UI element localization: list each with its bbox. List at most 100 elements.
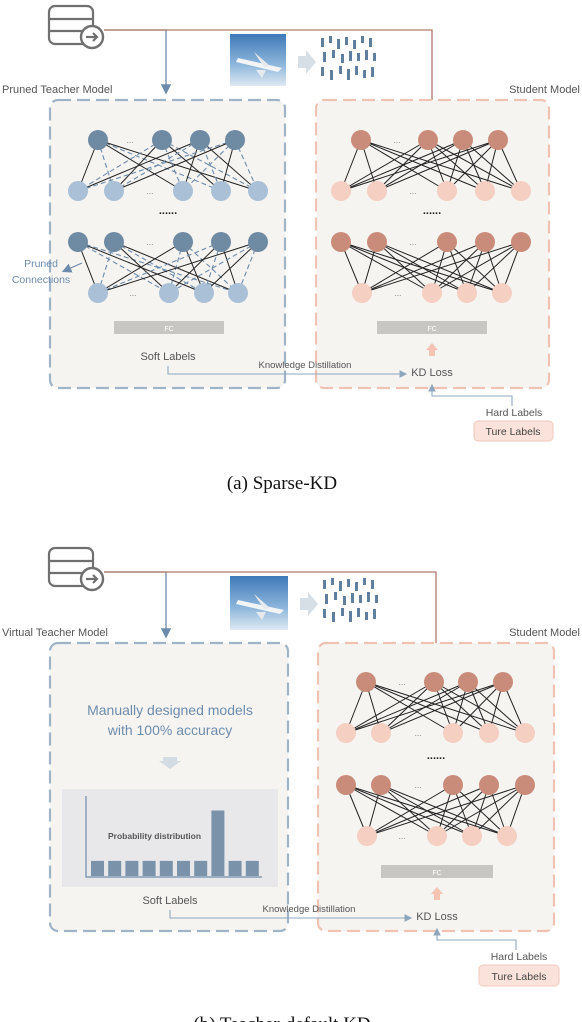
true-labels-box — [473, 420, 554, 442]
connection — [380, 681, 504, 734]
connection — [113, 241, 170, 294]
neuron — [511, 181, 531, 201]
teacher-network: .................. — [68, 130, 268, 303]
connection — [168, 241, 222, 294]
caption-a: (a) Sparse-KD — [227, 473, 337, 494]
neuron — [427, 826, 447, 846]
student-fc-layer-b — [381, 865, 493, 878]
connection — [161, 139, 259, 192]
connection — [366, 784, 454, 837]
connection — [97, 241, 259, 294]
connection — [360, 139, 448, 192]
layer-ellipsis: ... — [394, 136, 401, 145]
neuron — [497, 826, 517, 846]
neuron — [104, 232, 124, 252]
pruned-label-line1: Pruned — [24, 258, 58, 270]
connection — [113, 139, 236, 192]
neuron — [159, 283, 179, 303]
compress-arrow-icon — [298, 50, 316, 74]
neuron — [479, 775, 499, 795]
connection — [360, 139, 522, 192]
neuron — [152, 130, 172, 150]
neuron — [88, 283, 108, 303]
panel-a: Pruned Teacher Model Student Model .....… — [2, 4, 580, 494]
neuron — [173, 181, 193, 201]
prob-bar — [228, 860, 242, 876]
connection — [380, 784, 508, 837]
true-labels-box-b — [478, 964, 560, 987]
connection — [436, 784, 490, 837]
connection — [365, 681, 454, 734]
connection — [446, 241, 503, 294]
connection — [366, 784, 490, 837]
kd-arrow-b — [169, 910, 413, 922]
true-labels: Ture Labels — [485, 426, 540, 438]
connection — [365, 681, 490, 734]
neuron — [443, 775, 463, 795]
connection — [77, 241, 170, 294]
neuron — [336, 723, 356, 743]
data-to-student-arrow-b — [104, 571, 442, 657]
layer-ellipsis: ... — [415, 729, 422, 738]
connection — [361, 241, 448, 294]
connection — [77, 139, 201, 192]
compress-arrow-icon-b — [300, 592, 318, 616]
prob-bar — [108, 860, 122, 876]
connection — [77, 139, 236, 192]
prob-bar — [177, 860, 190, 876]
connection — [427, 139, 486, 192]
neuron — [356, 672, 376, 692]
neuron — [68, 181, 88, 201]
airplane-image — [230, 34, 286, 86]
student-fc-layer — [377, 321, 487, 334]
neuron — [367, 181, 387, 201]
neuron — [422, 283, 442, 303]
weights-icon-b — [323, 578, 378, 622]
connection — [345, 681, 504, 734]
connection — [340, 139, 429, 192]
teacher-fc-label: FC — [164, 326, 173, 333]
connection — [376, 241, 468, 294]
connection — [203, 241, 259, 294]
connection — [182, 241, 239, 294]
neuron — [437, 181, 457, 201]
neuron — [492, 283, 512, 303]
neuron — [437, 232, 457, 252]
prob-bar — [125, 860, 139, 876]
neuron — [479, 723, 499, 743]
prob-chart-axes — [85, 796, 262, 878]
layer-ellipsis: ... — [415, 781, 422, 790]
connection — [431, 241, 522, 294]
student-fc-label-b: FC — [432, 870, 441, 877]
layer-ellipsis: ... — [410, 187, 417, 196]
connection — [97, 241, 184, 294]
neuron — [443, 723, 463, 743]
neuron — [351, 130, 371, 150]
prob-bar — [211, 810, 225, 876]
teacher-title-b: Virtual Teacher Model — [2, 627, 108, 639]
kd-loss-b: KD Loss — [416, 911, 458, 923]
layer-dots: ...... — [159, 205, 177, 217]
connection — [77, 139, 163, 192]
neuron — [515, 775, 535, 795]
layer-dots: ...... — [427, 750, 445, 762]
neuron — [190, 130, 210, 150]
prob-bars — [91, 810, 259, 876]
prob-bar — [245, 860, 259, 876]
data-to-teacher-arrow-b — [104, 571, 172, 639]
layer-dots: ...... — [423, 205, 441, 217]
connection — [360, 139, 486, 192]
prob-title: Probability distribution — [108, 831, 201, 841]
layer-ellipsis: ... — [147, 187, 154, 196]
neuron — [173, 232, 193, 252]
pruned-arrow — [61, 262, 83, 273]
connection — [340, 139, 464, 192]
connection — [380, 784, 438, 837]
student-network: .................. — [331, 130, 531, 303]
connection — [361, 241, 486, 294]
neuron — [367, 232, 387, 252]
layer-ellipsis: ... — [395, 289, 402, 298]
neuron — [331, 181, 351, 201]
data-to-teacher-arrow — [104, 29, 172, 95]
connection — [345, 681, 435, 734]
